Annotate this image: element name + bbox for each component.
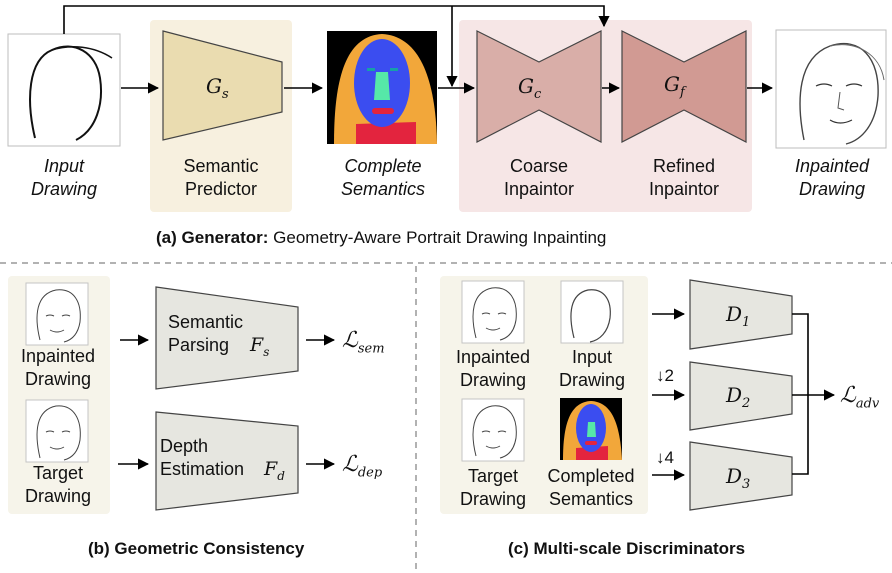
- gf-symbol: Gf: [664, 72, 685, 100]
- semantic-parsing-shape: [155, 286, 299, 390]
- refined-inpaintor-label: Refined Inpaintor: [648, 156, 720, 199]
- depth-estimation-text: Depth Estimation: [160, 436, 245, 479]
- depth-estimation-shape: [155, 411, 299, 511]
- refined-inpaintor-shape: [621, 30, 747, 143]
- geo-inpainted-thumb: [25, 282, 89, 346]
- discriminators-caption: (c) Multi-scale Discriminators: [508, 539, 746, 558]
- input-drawing-stroke: [29, 45, 102, 141]
- inpainted-drawing-thumb: [775, 29, 887, 149]
- complete-semantics-label: Complete Semantics: [340, 156, 426, 199]
- input-drawing-label: Input Drawing: [30, 156, 98, 199]
- gs-symbol: Gs: [206, 74, 229, 102]
- input-drawing-thumb: [7, 33, 121, 147]
- coarse-inpaintor-label: Coarse Inpaintor: [503, 156, 575, 199]
- downsample-2: ↓2: [656, 366, 674, 385]
- semantic-predictor-shape: [162, 30, 283, 141]
- semantic-parsing-text: Semantic Parsing: [168, 312, 244, 355]
- loss-sem: ℒsem: [342, 328, 385, 357]
- loss-adv: ℒadv: [840, 383, 880, 412]
- geo-target-thumb: [25, 399, 89, 463]
- d2-symbol: D2: [726, 383, 751, 411]
- fs-symbol: Fs: [250, 334, 270, 359]
- geo-target-label: Target Drawing: [24, 463, 92, 506]
- disc-semantics-thumb: [560, 398, 622, 460]
- inpainted-drawing-label: Inpainted Drawing: [794, 156, 870, 199]
- d1-shape: [689, 279, 793, 350]
- disc-input-label: Input Drawing: [558, 347, 626, 390]
- geometric-caption: (b) Geometric Consistency: [88, 539, 305, 558]
- geo-inpainted-label: Inpainted Drawing: [20, 346, 96, 389]
- fd-symbol: Fd: [264, 458, 285, 483]
- disc-inpainted-thumb: [461, 280, 525, 344]
- d1-symbol: D1: [726, 302, 751, 330]
- d3-symbol: D3: [726, 464, 751, 492]
- semantic-predictor-label: Semantic Predictor: [183, 156, 259, 199]
- d2-shape: [689, 361, 793, 431]
- d3-shape: [689, 441, 793, 511]
- disc-input-thumb: [560, 280, 624, 344]
- generator-caption: (a) Generator: Geometry-Aware Portrait D…: [156, 228, 607, 247]
- disc-target-thumb: [461, 398, 525, 462]
- disc-completed-label: Completed Semantics: [547, 466, 635, 509]
- complete-semantics-image: [327, 31, 437, 144]
- loss-dep: ℒdep: [342, 452, 383, 481]
- disc-target-label: Target Drawing: [459, 466, 527, 509]
- gc-symbol: Gc: [518, 74, 542, 102]
- disc-inpainted-label: Inpainted Drawing: [455, 347, 531, 390]
- downsample-4: ↓4: [656, 448, 674, 467]
